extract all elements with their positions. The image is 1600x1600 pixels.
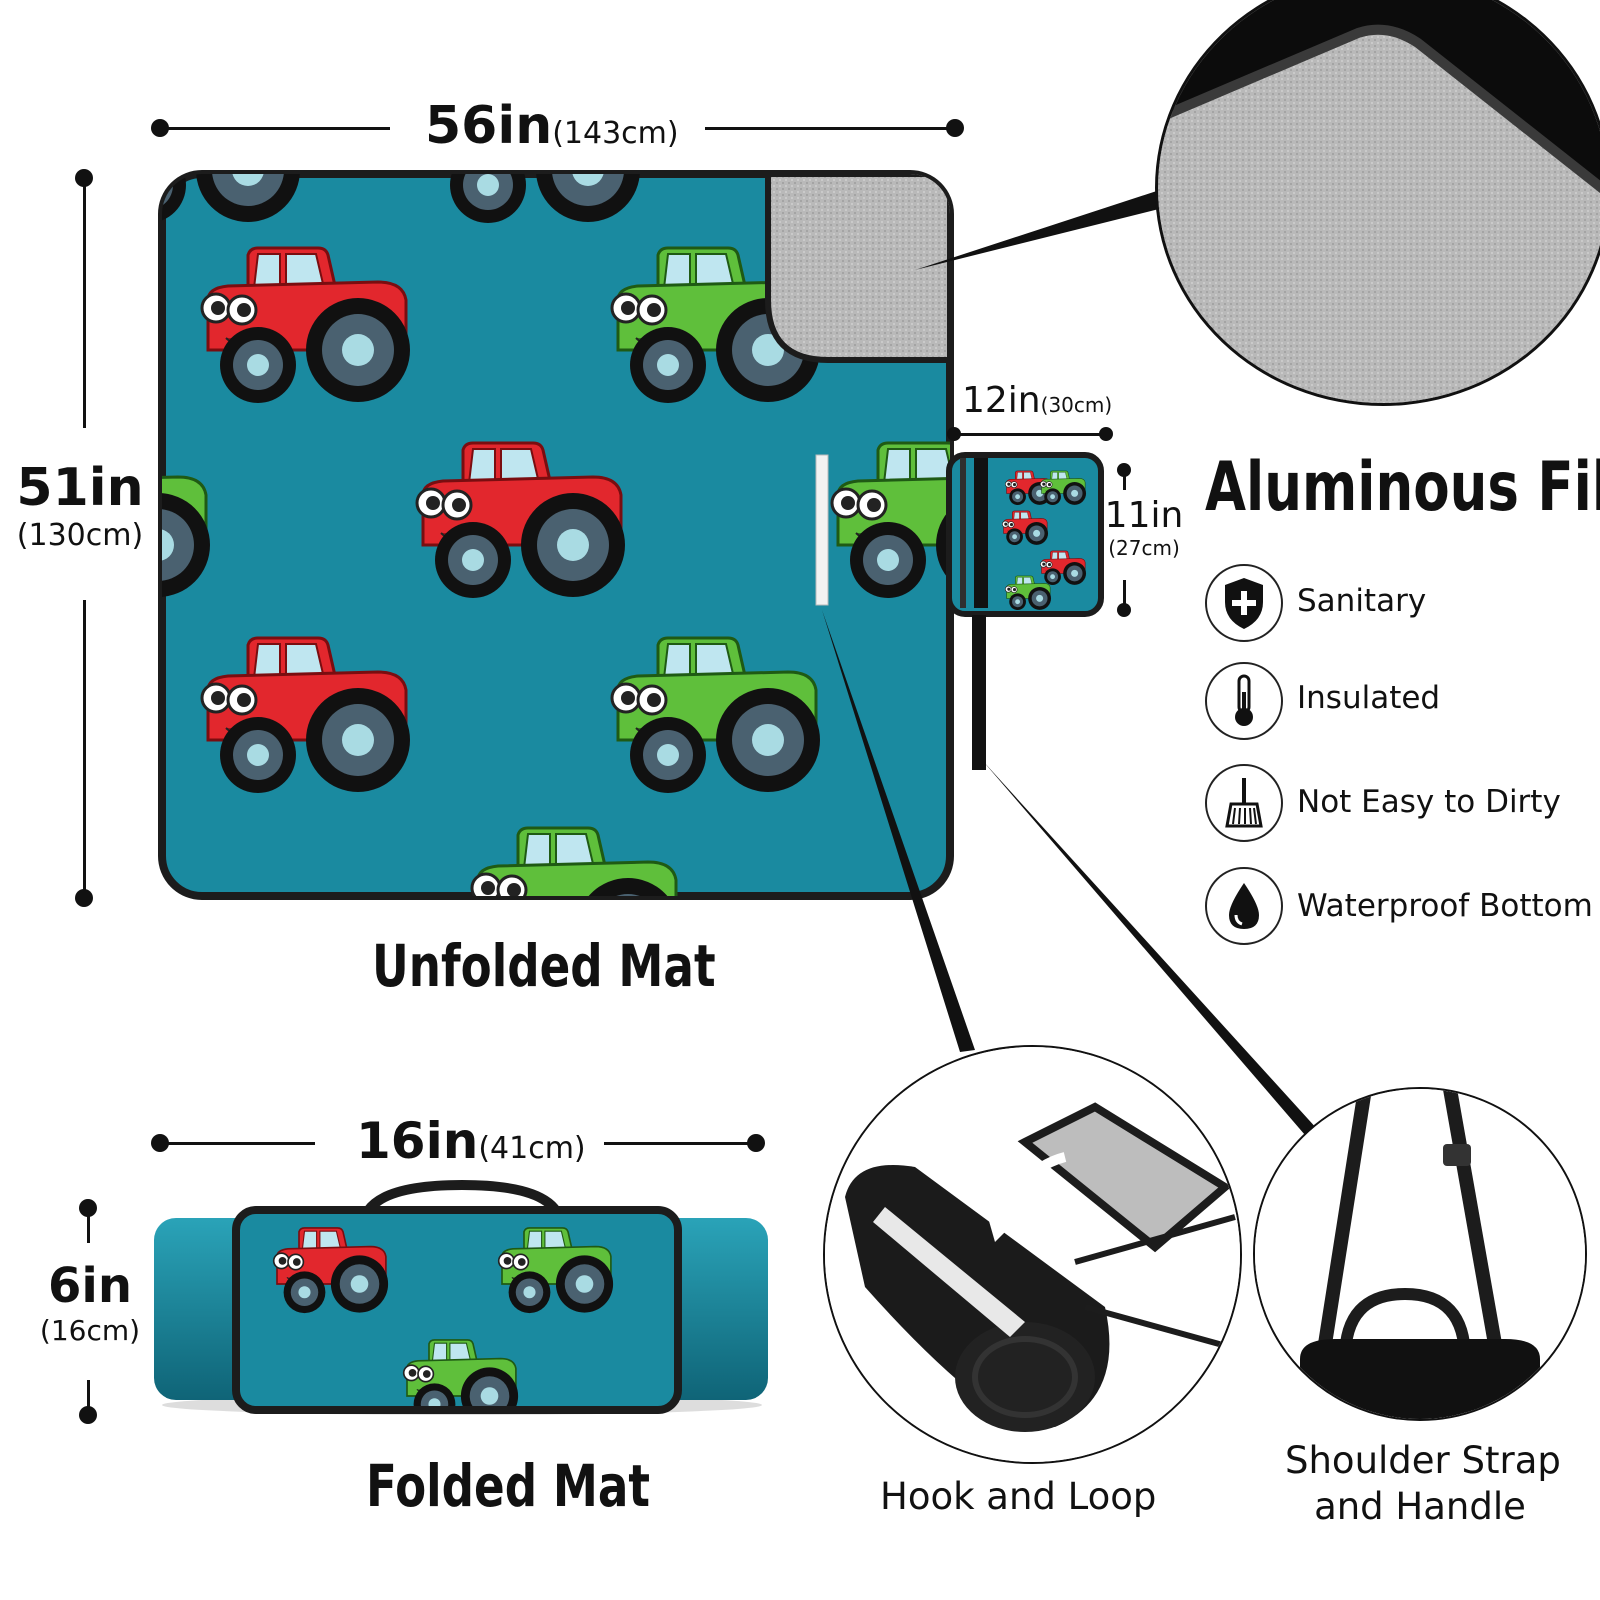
height-dim-line-top: [83, 178, 86, 428]
features-title-wrap: Aluminous Film: [1205, 448, 1600, 527]
small-height-dot-bottom: [1117, 603, 1131, 617]
folded-height-label: 6in (16cm): [20, 1258, 160, 1347]
width-cm: (143cm): [552, 116, 679, 151]
strap-illustration: [1255, 1089, 1585, 1419]
feature-not-easy-dirty: Not Easy to Dirty: [1297, 784, 1561, 820]
small-height-line-bottom: [1123, 580, 1126, 610]
folded-mat-illustration: [154, 1179, 768, 1415]
small-width-dot-right: [1099, 427, 1113, 441]
small-height-in: 11in: [1104, 495, 1184, 536]
height-dim-line-bottom: [83, 600, 86, 898]
folded-width-cm: (41cm): [478, 1131, 586, 1166]
water-drop-icon: [1205, 867, 1283, 945]
strap-caption-line1: Shoulder Strap: [1285, 1439, 1561, 1482]
height-dim-dot-bottom: [75, 889, 93, 907]
film-zoom-circle: [1155, 0, 1600, 406]
width-dim-label: 56in(143cm): [425, 96, 679, 156]
thermometer-icon: [1205, 662, 1283, 740]
small-height-line-top: [1123, 470, 1126, 490]
feature-sanitary: Sanitary: [1297, 583, 1427, 619]
small-mat-illustration: [946, 452, 1104, 617]
shield-plus-icon: [1205, 564, 1283, 642]
hook-loop-illustration: [825, 1047, 1240, 1462]
folded-height-line-top: [87, 1208, 90, 1243]
small-width-in: 12in: [962, 380, 1041, 421]
small-width-label: 12in(30cm): [962, 380, 1112, 421]
small-mat: [946, 452, 1106, 617]
unfolded-label-wrap: Unfolded Mat: [372, 932, 813, 1000]
film-zoom-illustration: [1158, 0, 1600, 403]
height-dim-label: 51in (130cm): [10, 458, 150, 553]
width-in: 56in: [425, 96, 553, 156]
feature-waterproof: Waterproof Bottom: [1297, 888, 1593, 924]
folded-height-line-bottom: [87, 1380, 90, 1415]
folded-width-dot-right: [747, 1134, 765, 1152]
folded-label-wrap: Folded Mat: [366, 1452, 730, 1520]
broom-icon: [1205, 764, 1283, 842]
folded-mat: [148, 1179, 776, 1420]
folded-width-line-left: [160, 1142, 315, 1145]
folded-height-cm: (16cm): [39, 1314, 141, 1347]
small-width-line: [954, 433, 1106, 436]
hook-loop-caption: Hook and Loop: [880, 1475, 1157, 1518]
strap-caption-line2: and Handle: [1314, 1485, 1526, 1528]
small-height-cm: (27cm): [1108, 536, 1180, 560]
feature-insulated: Insulated: [1297, 680, 1441, 716]
folded-width-line-right: [604, 1142, 756, 1145]
width-dim-line-left: [160, 127, 390, 130]
small-mat-strap: [972, 615, 986, 770]
small-height-label: 11in (27cm): [1104, 495, 1184, 560]
unfolded-mat-illustration: [158, 170, 954, 900]
strap-circle: [1253, 1087, 1587, 1421]
strap-caption: Shoulder Strap and Handle: [1285, 1438, 1561, 1530]
width-dim-line-right: [705, 127, 955, 130]
folded-label: Folded Mat: [366, 1452, 651, 1520]
height-in: 51in: [16, 458, 144, 518]
width-dim-dot-right: [946, 119, 964, 137]
folded-width-in: 16in: [356, 1112, 479, 1170]
small-width-cm: (30cm): [1040, 393, 1113, 417]
folded-width-label: 16in(41cm): [356, 1112, 586, 1170]
unfolded-mat: [158, 170, 954, 900]
features-title: Aluminous Film: [1205, 448, 1600, 527]
folded-height-dot-bottom: [79, 1406, 97, 1424]
hook-loop-circle: [823, 1045, 1242, 1464]
unfolded-label: Unfolded Mat: [372, 932, 716, 1000]
folded-height-in: 6in: [47, 1258, 133, 1314]
height-cm: (130cm): [16, 518, 144, 553]
